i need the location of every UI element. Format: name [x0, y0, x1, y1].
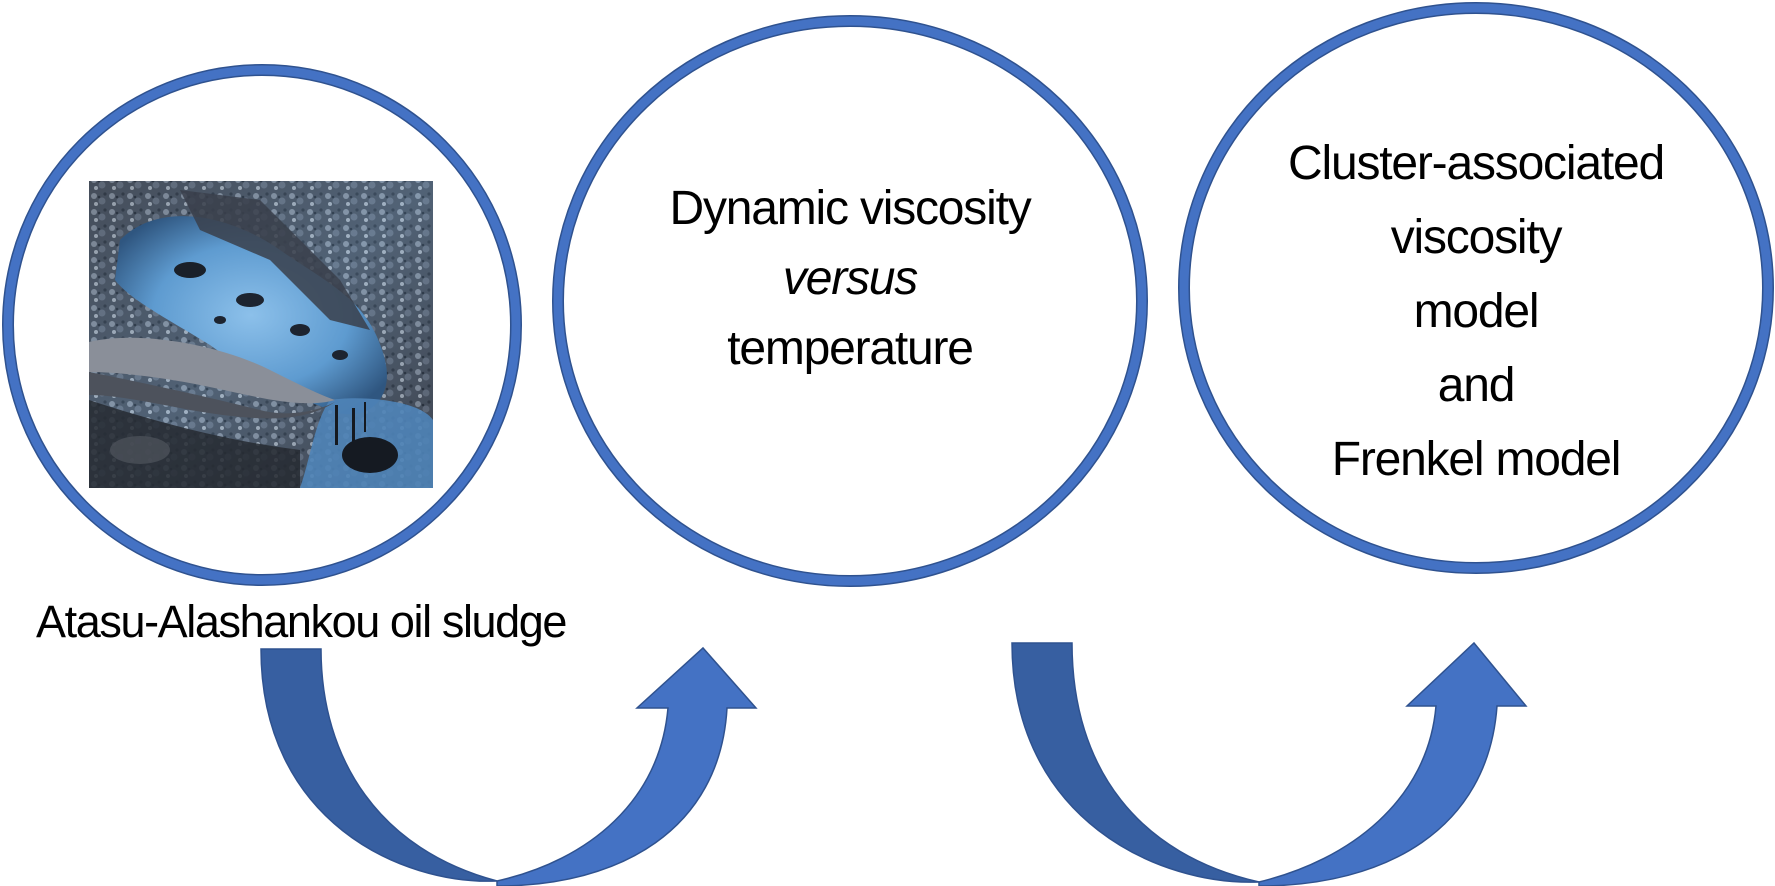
- curved-u-arrow-icon: [260, 646, 758, 886]
- step-text-line: temperature: [727, 322, 974, 375]
- step-measurement: [552, 15, 1148, 587]
- arrow-body: [1258, 641, 1528, 886]
- sample-caption: Atasu-Alashankou oil sludge: [36, 596, 567, 647]
- step-text-line-italic: versus: [782, 252, 918, 305]
- step-text-line: Dynamic viscosity: [669, 182, 1032, 235]
- step-text-line: viscosity: [1390, 211, 1563, 264]
- step-text-line: Cluster-associated: [1288, 137, 1665, 190]
- arrow-body: [496, 646, 758, 886]
- step-text-line: model: [1413, 285, 1540, 338]
- step-text-line: and: [1437, 359, 1516, 412]
- step-circle-inner: [1179, 3, 1773, 573]
- curved-u-arrow-icon: [1011, 641, 1528, 886]
- step-text-line: Frenkel model: [1331, 433, 1622, 486]
- step-sample: [2, 64, 522, 586]
- arrow-tail: [1011, 642, 1260, 883]
- step-measurement-text: Dynamic viscosity versus temperature: [600, 185, 1100, 395]
- step-models-text: Cluster-associated viscosity model and F…: [1226, 140, 1726, 510]
- oil-sludge-photo: [89, 181, 433, 488]
- arrow-tail: [260, 648, 498, 882]
- step-models: [1178, 2, 1774, 574]
- step-circle-inner: [3, 65, 521, 585]
- step-circle-inner: [553, 16, 1147, 586]
